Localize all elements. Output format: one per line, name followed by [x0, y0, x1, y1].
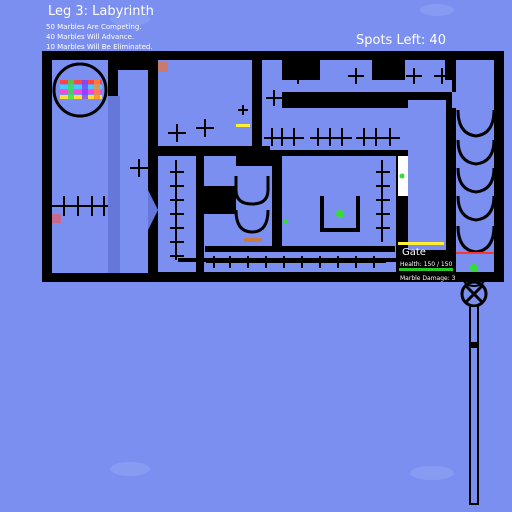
cloud — [110, 12, 150, 26]
upper-room-base — [158, 90, 252, 146]
chute-shadow — [108, 96, 120, 273]
cup — [320, 196, 360, 232]
vertical-chute — [118, 70, 148, 273]
competing-text: 50 Marbles Are Competing. — [46, 23, 142, 31]
wall — [236, 156, 272, 166]
small-green — [284, 220, 288, 224]
cloud — [110, 462, 150, 476]
notch — [320, 60, 372, 82]
leg-title: Leg 3: Labyrinth — [48, 4, 154, 19]
gear-spokes — [464, 284, 484, 304]
tube-bend — [461, 271, 487, 288]
exit-tube — [469, 305, 479, 505]
gate-bar — [398, 242, 444, 245]
funnel-exit — [244, 238, 262, 242]
cloud — [410, 466, 454, 480]
green-marble — [399, 173, 405, 179]
green-marble — [336, 210, 344, 218]
funnel — [234, 176, 270, 206]
barrier — [236, 124, 250, 127]
barrier — [150, 146, 270, 156]
right-shaft — [408, 100, 446, 250]
notch — [405, 60, 445, 82]
wall — [205, 246, 395, 252]
eliminated-text: 10 Marbles Will Be Eliminated. — [46, 43, 153, 51]
ladder-obstacles — [52, 128, 400, 268]
barrier — [262, 150, 408, 156]
funnel — [234, 209, 270, 234]
gate-health-bar — [399, 268, 453, 271]
spots-left: Spots Left: 40 — [356, 33, 446, 48]
wall — [196, 186, 236, 214]
top-row — [282, 80, 452, 92]
gate-health: Health: 150 / 150 — [400, 261, 453, 268]
marble-grid — [60, 80, 102, 99]
marble-damage: Marble Damage: 3 — [400, 275, 456, 282]
tube-mark — [470, 342, 478, 348]
advance-text: 40 Marbles Will Advance. — [46, 33, 135, 41]
cup-column-top — [452, 92, 486, 108]
gate-health-fill — [399, 268, 453, 271]
wall — [272, 156, 282, 252]
red-line — [456, 252, 494, 254]
marbles — [60, 80, 102, 99]
plus-obstacles — [130, 68, 450, 177]
spawn-pad — [158, 62, 168, 72]
gate-label: Gate — [402, 247, 426, 258]
marker — [52, 214, 61, 223]
green-marble — [470, 264, 478, 272]
wall — [178, 258, 398, 262]
chute-shadow-wedge — [148, 190, 158, 230]
cloud — [420, 4, 454, 16]
